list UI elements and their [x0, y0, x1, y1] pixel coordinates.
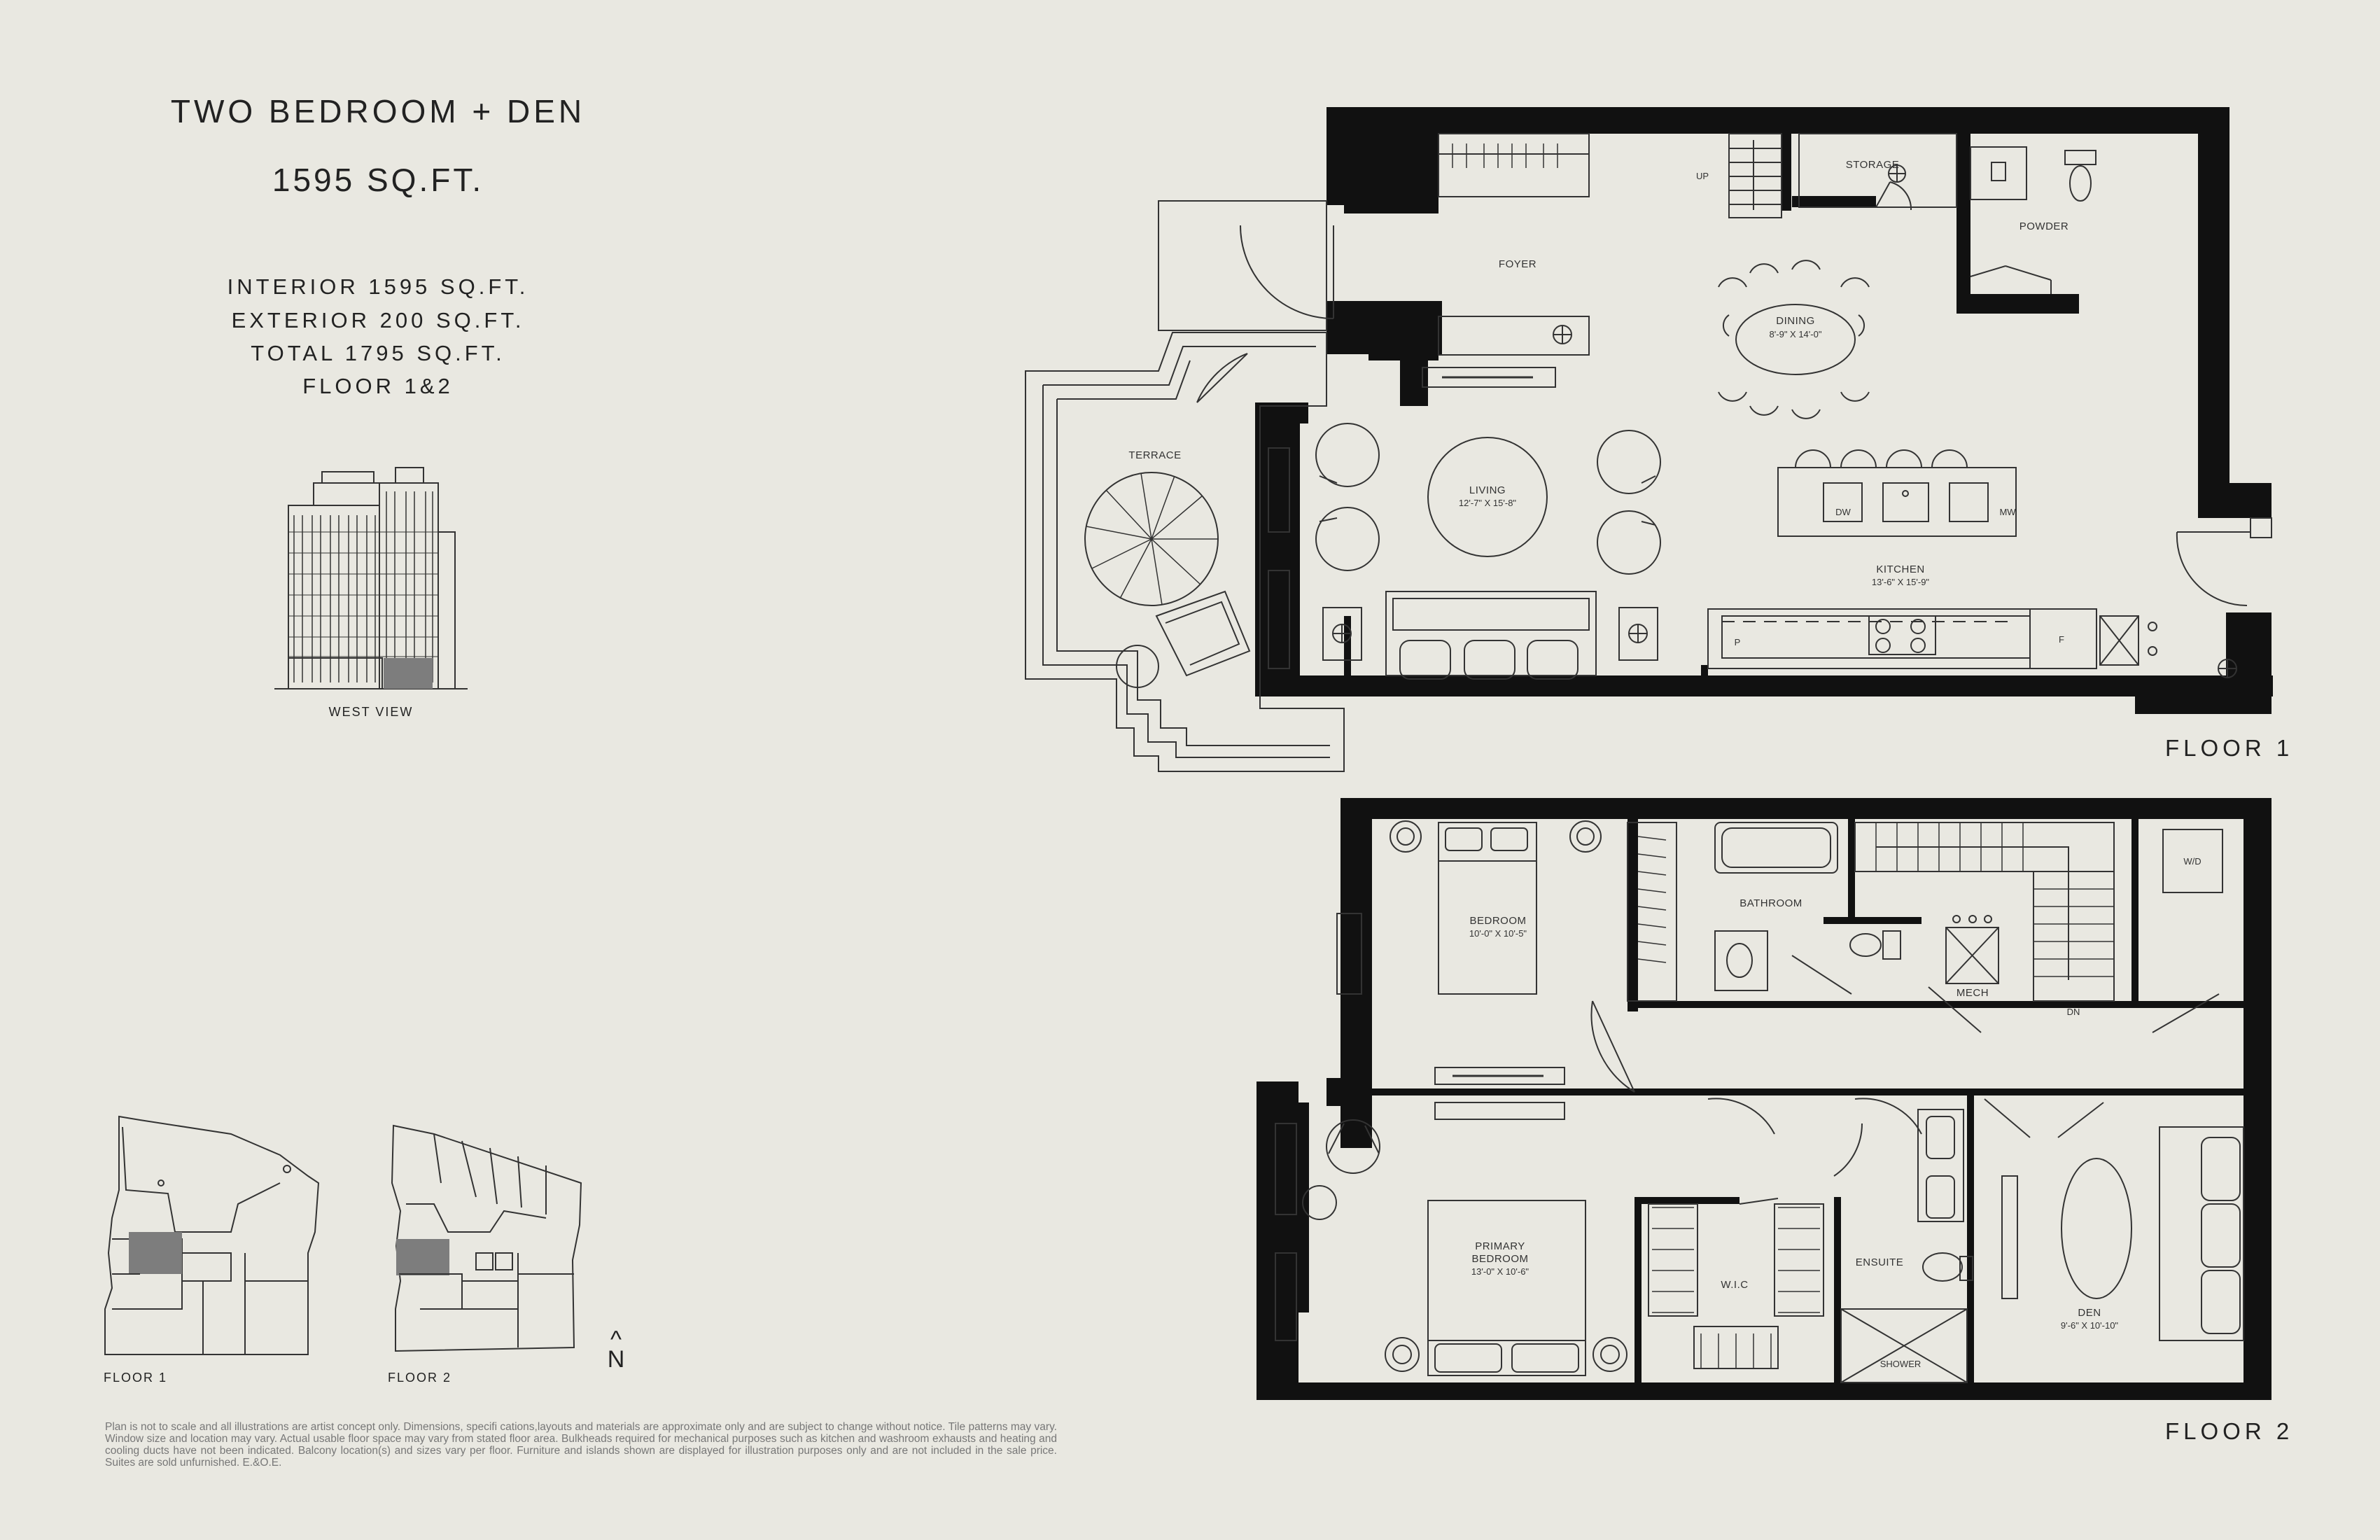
appliance-dw: DW [1835, 507, 1851, 517]
room-terrace: TERRACE [1128, 449, 1181, 461]
appliance-f: F [2059, 634, 2064, 645]
room-powder: POWDER [2019, 220, 2069, 232]
room-primary-line2: BEDROOM [1471, 1253, 1528, 1265]
stairs-up-label: UP [1696, 171, 1709, 181]
room-ensuite: ENSUITE [1856, 1256, 1904, 1268]
room-wic: W.I.C [1721, 1279, 1748, 1291]
floor2-plan: BEDROOM 10'-0" X 10'-5" BATHROOM MECH DN… [1256, 798, 2272, 1400]
room-den: DEN [2078, 1307, 2101, 1319]
room-primary-line1: PRIMARY [1475, 1240, 1525, 1252]
keyplan-floor1-icon [104, 1115, 320, 1355]
keyplan-floor1-label: FLOOR 1 [104, 1371, 168, 1385]
floor2-walls [1256, 798, 2272, 1400]
stat-total: TOTAL 1795 SQ.FT. [251, 341, 505, 365]
north-label: N [607, 1346, 625, 1373]
room-foyer: FOYER [1499, 258, 1536, 270]
stat-exterior: EXTERIOR 200 SQ.FT. [231, 308, 525, 332]
north-indicator: ^ N [603, 1326, 629, 1373]
floor1-walls [1255, 107, 2273, 714]
room-kitchen: KITCHEN [1876, 564, 1924, 575]
room-dining: DINING [1776, 315, 1815, 327]
keyplan-floor2-icon [391, 1124, 582, 1352]
floor1-plan: FOYER STORAGE POWDER UP DINING 8'-9" X 1… [1025, 107, 2273, 772]
room-dining-dim: 8'-9" X 14'-0" [1770, 329, 1822, 340]
room-kitchen-dim: 13'-6" X 15'-9" [1872, 577, 1930, 587]
stat-interior: INTERIOR 1595 SQ.FT. [227, 274, 529, 299]
unit-title: TWO BEDROOM + DEN [170, 93, 586, 130]
room-bedroom: BEDROOM [1469, 915, 1526, 927]
room-bathroom: BATHROOM [1740, 897, 1802, 909]
disclaimer-text: Plan is not to scale and all illustratio… [105, 1421, 1057, 1469]
stairs-down-label: DN [2067, 1007, 2080, 1017]
keyplan-floor2-label: FLOOR 2 [388, 1371, 452, 1385]
room-bedroom-dim: 10'-0" X 10'-5" [1469, 928, 1527, 939]
building-view-label: WEST VIEW [328, 705, 414, 719]
room-shower: SHOWER [1880, 1359, 1921, 1369]
north-arrow-icon: ^ [610, 1326, 622, 1353]
stat-floors: FLOOR 1&2 [302, 374, 454, 398]
room-den-dim: 9'-6" X 10'-10" [2061, 1320, 2119, 1331]
floor1-room-labels: FOYER STORAGE POWDER UP DINING 8'-9" X 1… [1128, 159, 2068, 648]
floor2-room-labels: BEDROOM 10'-0" X 10'-5" BATHROOM MECH DN… [1469, 856, 2202, 1369]
room-primary-dim: 13'-0" X 10'-6" [1471, 1266, 1530, 1277]
room-wd: W/D [2183, 856, 2201, 867]
appliance-mw: MW [1999, 507, 2016, 517]
appliance-p: P [1735, 637, 1741, 648]
room-living-dim: 12'-7" X 15'-8" [1459, 498, 1517, 508]
room-mech: MECH [1956, 987, 1989, 999]
floor1-label: FLOOR 1 [2165, 735, 2294, 761]
room-living: LIVING [1469, 484, 1506, 496]
room-storage: STORAGE [1846, 159, 1900, 171]
building-elevation-icon [274, 467, 468, 690]
floor2-label: FLOOR 2 [2165, 1418, 2294, 1444]
unit-area: 1595 SQ.FT. [272, 162, 484, 198]
